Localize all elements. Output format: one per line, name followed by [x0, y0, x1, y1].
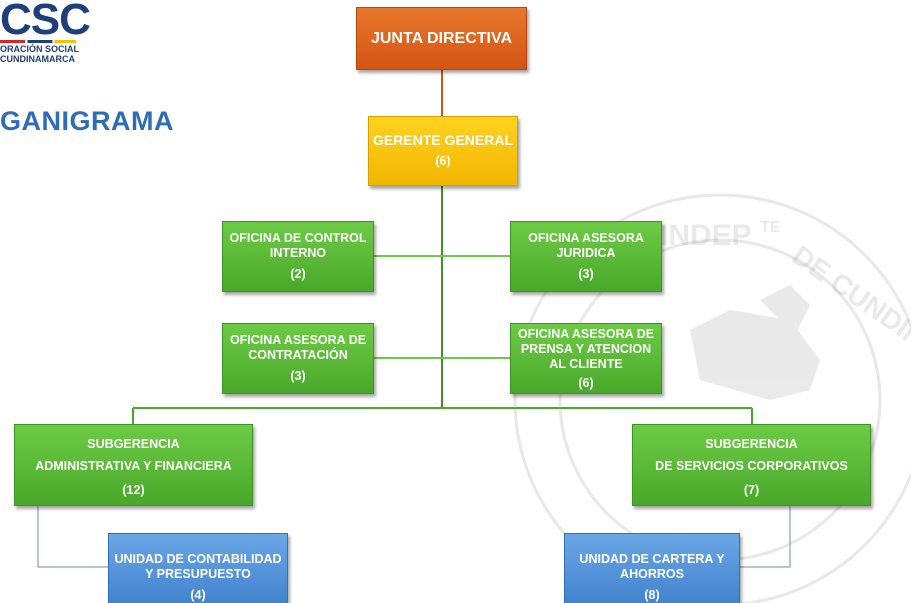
node-headcount: (6): [578, 375, 594, 390]
node-oficina-control-interno: OFICINA DE CONTROL INTERNO (2): [222, 221, 374, 292]
node-label: OFICINA ASESORA DE CONTRATACIÓN: [229, 333, 367, 362]
node-unidad-cartera: UNIDAD DE CARTERA Y AHORROS (8): [564, 533, 740, 603]
logo: CSC: [0, 0, 91, 44]
node-oficina-asesora-juridica: OFICINA ASESORA JURIDICA (3): [510, 221, 662, 292]
node-label: JUNTA DIRECTIVA: [370, 30, 513, 47]
node-headcount: (2): [290, 267, 306, 281]
node-headcount: (4): [190, 588, 206, 602]
logo-flag-stripe: [0, 40, 76, 43]
node-label: UNIDAD DE CARTERA Y AHORROS: [579, 552, 725, 581]
node-headcount: (8): [644, 588, 660, 602]
node-subgerencia-administrativa: SUBGERENCIA ADMINISTRATIVA Y FINANCIERA …: [14, 424, 253, 506]
page-title: GANIGRAMA: [0, 106, 174, 136]
node-label: OFICINA ASESORA DE PRENSA Y ATENCION AL …: [517, 326, 655, 371]
node-headcount: (3): [578, 267, 594, 281]
node-headcount: (6): [435, 154, 451, 168]
connector-corp-unit: [740, 506, 791, 568]
node-label: GERENTE GENERAL: [372, 132, 513, 148]
node-headcount: (12): [122, 482, 145, 497]
node-label: SUBGERENCIA DE SERVICIOS CORPORATIVOS: [655, 436, 848, 473]
node-label: SUBGERENCIA ADMINISTRATIVA Y FINANCIERA: [35, 436, 232, 473]
node-unidad-contabilidad: UNIDAD DE CONTABILIDAD Y PRESUPUESTO (4): [108, 533, 288, 603]
node-junta-directiva: JUNTA DIRECTIVA: [356, 7, 527, 70]
node-label: OFICINA DE CONTROL INTERNO: [229, 231, 367, 260]
node-headcount: (3): [290, 369, 306, 383]
node-headcount: (7): [743, 482, 760, 497]
node-oficina-asesora-contratacion: OFICINA ASESORA DE CONTRATACIÓN (3): [222, 323, 374, 394]
connector-admin-unit: [37, 506, 108, 568]
node-oficina-asesora-prensa: OFICINA ASESORA DE PRENSA Y ATENCION AL …: [510, 323, 662, 394]
node-subgerencia-servicios-corporativos: SUBGERENCIA DE SERVICIOS CORPORATIVOS (7…: [632, 424, 871, 506]
logo-text-line1: ORACIÓN SOCIAL: [0, 44, 80, 54]
node-label: UNIDAD DE CONTABILIDAD Y PRESUPUESTO: [114, 552, 282, 581]
node-gerente-general: GERENTE GENERAL (6): [368, 116, 518, 186]
logo-text-line2: CUNDINAMARCA: [0, 54, 75, 64]
node-label: OFICINA ASESORA JURIDICA: [528, 231, 644, 260]
